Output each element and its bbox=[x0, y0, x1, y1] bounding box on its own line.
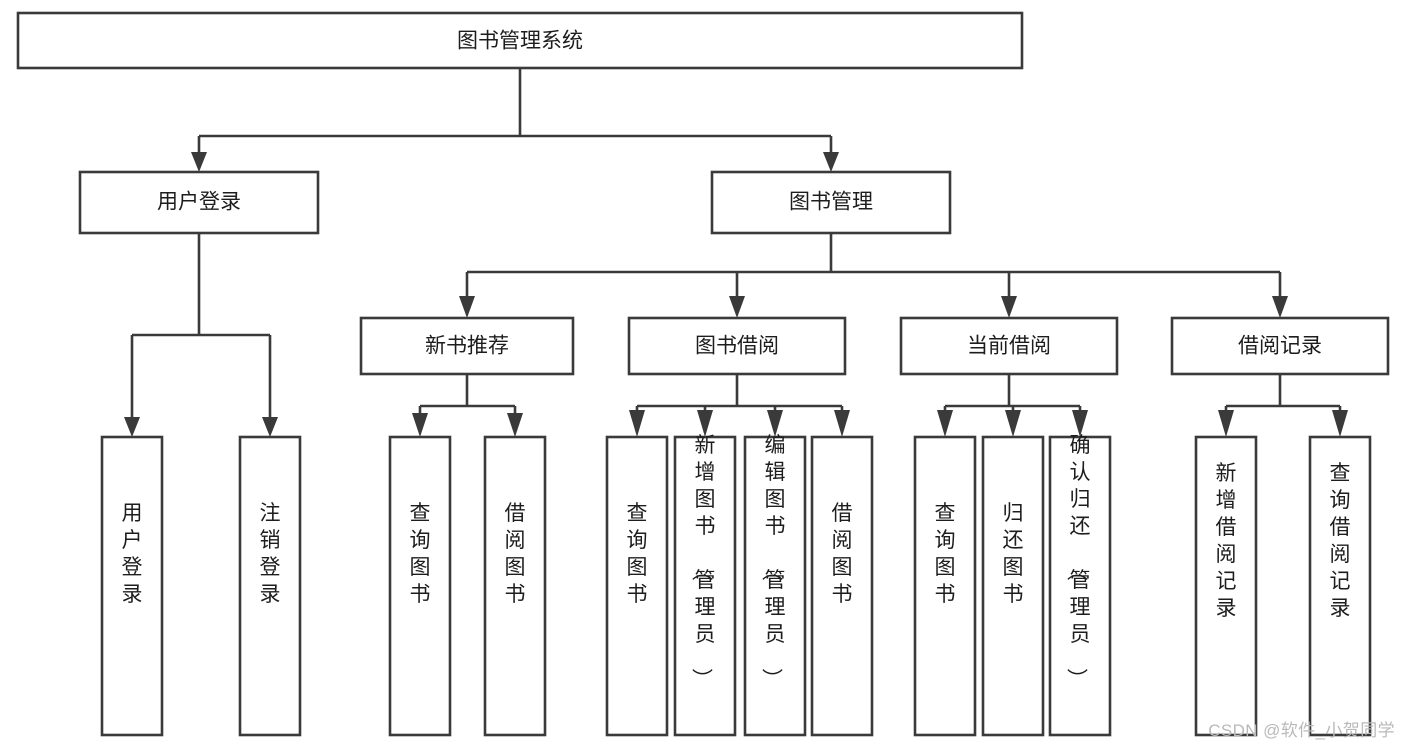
node-new-book-recommend-label: 新书推荐 bbox=[425, 335, 509, 358]
arrow-new-book-leaf1 bbox=[412, 413, 428, 437]
leaf-current-borrow-0-label: 查询图书 bbox=[935, 502, 956, 606]
arrow-book-borrow-leaf4 bbox=[834, 410, 850, 437]
leaf-user-login-0-label: 用户登录 bbox=[122, 502, 143, 606]
node-book-manage-box[interactable] bbox=[710, 170, 952, 235]
node-book-borrow-label: 图书借阅 bbox=[695, 335, 779, 358]
leaf-user-login-1-label: 注销登录 bbox=[260, 502, 281, 606]
arrow-user-login-leaf1 bbox=[124, 417, 140, 437]
leaf-book-borrow-2[interactable]: 编辑图书（管理员） bbox=[743, 434, 807, 737]
arrow-bm-to-new-book bbox=[459, 296, 475, 318]
leaf-new-book-recommend-1[interactable]: 借阅图书 bbox=[483, 435, 547, 737]
leaf-book-borrow-2-box[interactable] bbox=[743, 435, 807, 737]
arrow-bm-to-borrow-record bbox=[1272, 296, 1288, 318]
node-root-box[interactable] bbox=[16, 11, 1024, 70]
node-book-borrow[interactable]: 图书借阅 bbox=[627, 316, 847, 376]
leaf-current-borrow-2-label: 确认归还（管理员） bbox=[1065, 434, 1091, 689]
node-book-manage-label: 图书管理 bbox=[789, 191, 873, 214]
leaf-book-borrow-0-box[interactable] bbox=[605, 435, 669, 737]
arrow-bm-to-book-borrow bbox=[729, 296, 745, 318]
leaf-borrow-record-0[interactable]: 新增借阅记录 bbox=[1194, 435, 1258, 737]
leaf-book-borrow-3-label: 借阅图书 bbox=[832, 502, 853, 606]
leaf-new-book-recommend-0[interactable]: 查询图书 bbox=[388, 435, 452, 737]
leaf-borrow-record-0-label: 新增借阅记录 bbox=[1216, 462, 1237, 620]
arrow-root-to-book-manage bbox=[823, 152, 839, 172]
leaf-current-borrow-0-box[interactable] bbox=[913, 435, 977, 737]
leaf-new-book-recommend-1-box[interactable] bbox=[483, 435, 547, 737]
leaf-book-borrow-0[interactable]: 查询图书 bbox=[605, 435, 669, 737]
leaf-new-book-recommend-1-label: 借阅图书 bbox=[505, 502, 526, 606]
leaf-new-book-recommend-0-box[interactable] bbox=[388, 435, 452, 737]
leaf-user-login-1[interactable]: 注销登录 bbox=[238, 435, 302, 737]
connector-group bbox=[124, 68, 1348, 437]
arrow-borrow-record-leaf2 bbox=[1332, 410, 1348, 437]
node-user-login[interactable]: 用户登录 bbox=[78, 170, 320, 235]
leaf-book-borrow-1-box[interactable] bbox=[673, 435, 737, 737]
node-user-login-box[interactable] bbox=[78, 170, 320, 235]
arrow-new-book-leaf2 bbox=[507, 413, 523, 437]
arrow-borrow-record-leaf1 bbox=[1218, 410, 1234, 437]
leaf-book-borrow-1-label: 新增图书（管理员） bbox=[690, 434, 716, 689]
arrow-book-borrow-leaf1 bbox=[629, 410, 645, 437]
arrow-root-to-user-login bbox=[191, 152, 207, 172]
arrow-bm-to-current-borrow bbox=[1001, 296, 1017, 318]
leaf-book-borrow-3[interactable]: 借阅图书 bbox=[810, 435, 874, 737]
arrow-current-borrow-leaf1 bbox=[937, 410, 953, 437]
node-borrow-record-box[interactable] bbox=[1170, 316, 1390, 376]
leaf-book-borrow-3-box[interactable] bbox=[810, 435, 874, 737]
node-user-login-label: 用户登录 bbox=[157, 191, 241, 214]
arrow-user-login-leaf2 bbox=[262, 417, 278, 437]
leaf-borrow-record-1[interactable]: 查询借阅记录 bbox=[1308, 435, 1372, 737]
node-current-borrow-box[interactable] bbox=[899, 316, 1119, 376]
leaf-borrow-record-1-box[interactable] bbox=[1308, 435, 1372, 737]
node-new-book-recommend-box[interactable] bbox=[359, 316, 575, 376]
node-book-borrow-box[interactable] bbox=[627, 316, 847, 376]
leaf-current-borrow-2-box[interactable] bbox=[1048, 435, 1112, 737]
node-book-manage[interactable]: 图书管理 bbox=[710, 170, 952, 235]
leaf-current-borrow-1-label: 归还图书 bbox=[1003, 502, 1024, 606]
node-borrow-record[interactable]: 借阅记录 bbox=[1170, 316, 1390, 376]
leaf-current-borrow-2[interactable]: 确认归还（管理员） bbox=[1048, 434, 1112, 737]
leaf-book-borrow-1[interactable]: 新增图书（管理员） bbox=[673, 434, 737, 737]
node-current-borrow[interactable]: 当前借阅 bbox=[899, 316, 1119, 376]
leaf-book-borrow-2-label: 编辑图书（管理员） bbox=[760, 434, 786, 689]
leaf-borrow-record-0-box[interactable] bbox=[1194, 435, 1258, 737]
node-current-borrow-label: 当前借阅 bbox=[967, 335, 1051, 358]
leaf-book-borrow-0-label: 查询图书 bbox=[627, 502, 648, 606]
leaf-user-login-1-box[interactable] bbox=[238, 435, 302, 737]
leaf-borrow-record-1-label: 查询借阅记录 bbox=[1330, 462, 1351, 620]
arrow-book-borrow-leaf3 bbox=[767, 410, 783, 437]
leaf-user-login-0-box[interactable] bbox=[100, 435, 164, 737]
arrow-current-borrow-leaf2 bbox=[1005, 410, 1021, 437]
leaf-user-login-0[interactable]: 用户登录 bbox=[100, 435, 164, 737]
node-root-label: 图书管理系统 bbox=[457, 30, 583, 53]
arrow-book-borrow-leaf2 bbox=[697, 410, 713, 437]
node-root[interactable]: 图书管理系统 bbox=[16, 11, 1024, 70]
leaf-current-borrow-0[interactable]: 查询图书 bbox=[913, 435, 977, 737]
node-new-book-recommend[interactable]: 新书推荐 bbox=[359, 316, 575, 376]
leaf-current-borrow-1[interactable]: 归还图书 bbox=[981, 435, 1045, 737]
leaf-current-borrow-1-box[interactable] bbox=[981, 435, 1045, 737]
leaf-new-book-recommend-0-label: 查询图书 bbox=[410, 502, 431, 606]
node-borrow-record-label: 借阅记录 bbox=[1238, 335, 1322, 358]
arrow-current-borrow-leaf3 bbox=[1072, 410, 1088, 437]
